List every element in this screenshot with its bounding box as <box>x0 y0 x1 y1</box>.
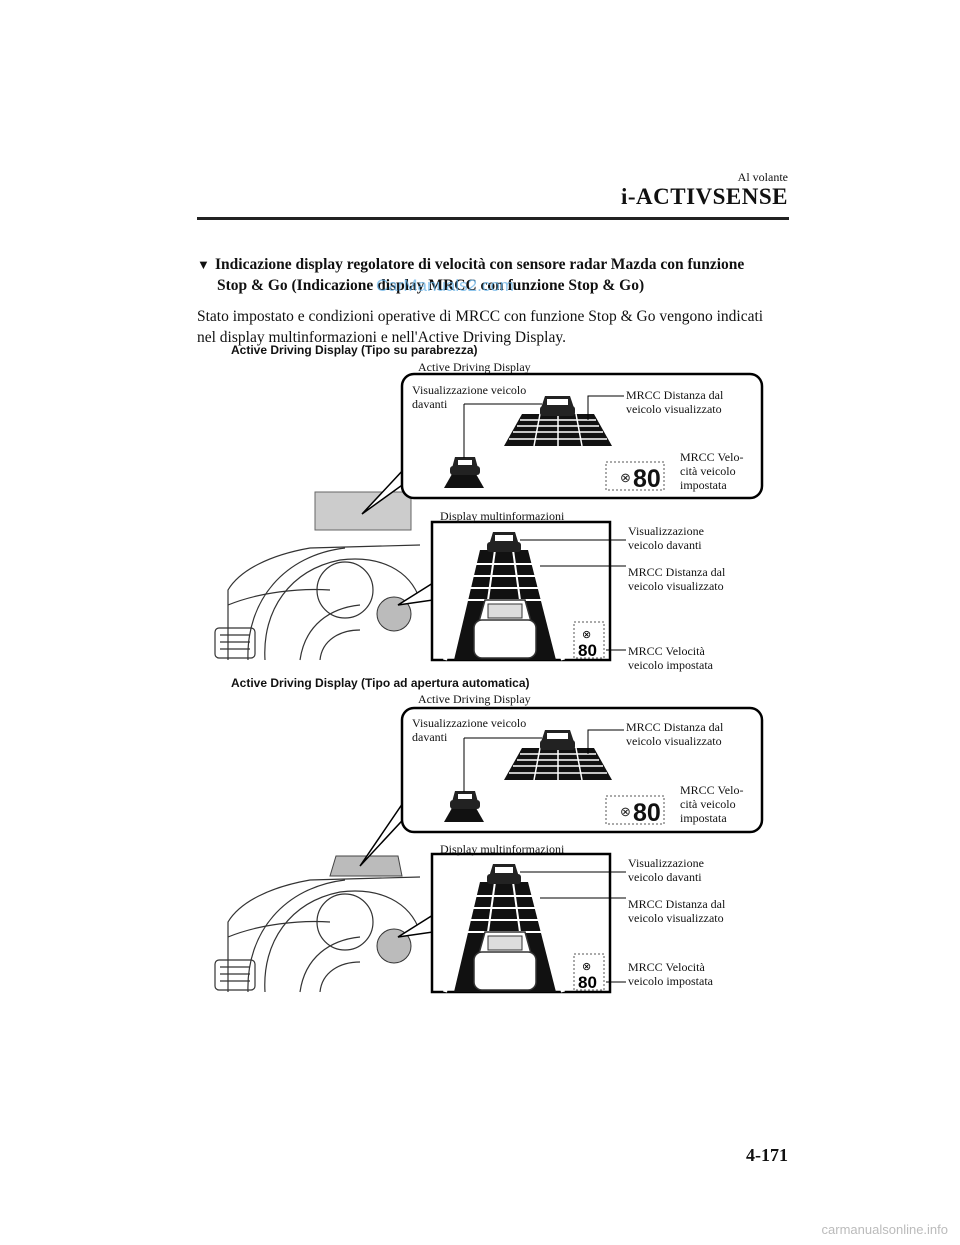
mid-own-vehicle-icon <box>473 931 537 991</box>
speed-value: 80 <box>633 465 661 493</box>
section-heading: ▼ Indicazione display regolatore di veloc… <box>197 254 797 296</box>
mrcc-icon: ⊗ <box>620 804 631 819</box>
svg-text:⊗: ⊗ <box>582 961 591 973</box>
add-title: Active Driving Display <box>418 692 531 706</box>
lead-vehicle-icon <box>540 730 575 750</box>
body-line-1: Stato impostato e condizioni operative d… <box>197 308 764 325</box>
header-rule <box>197 217 789 220</box>
lead-vehicle-icon <box>540 396 575 416</box>
body-paragraph: Stato impostato e condizioni operative d… <box>197 306 797 348</box>
own-vehicle-icon <box>450 457 480 475</box>
mid-speed-value: 80 <box>578 641 597 660</box>
heading-line-1: Indicazione display regolatore di veloci… <box>215 256 745 273</box>
mrcc-icon: ⊗ <box>620 470 631 485</box>
section-label: Al volante <box>737 170 788 184</box>
mid-lead-vehicle-icon <box>487 532 521 552</box>
dashboard-illustration <box>214 544 421 661</box>
own-vehicle-icon <box>450 791 480 809</box>
heading-line-2: Stop & Go (Indicazione display MRCC con … <box>217 277 645 294</box>
chapter-title: i-ACTIVSENSE <box>620 184 788 209</box>
popup-display-area <box>329 855 403 877</box>
body-line-2: nel display multinformazioni e nell'Acti… <box>197 329 566 346</box>
watermark: CarManuals2.com <box>376 276 514 295</box>
mid-lead-vehicle-icon <box>487 864 521 884</box>
triangle-marker-icon: ▼ <box>197 257 210 272</box>
dashboard-illustration <box>214 876 421 993</box>
mid-title: Display multinformazioni <box>440 842 565 856</box>
windshield-display-area <box>314 491 412 531</box>
mid-speed-value: 80 <box>578 973 597 992</box>
mid-own-vehicle-icon <box>473 599 537 659</box>
figure-subtitle: Active Driving Display (Tipo ad apertura… <box>231 676 530 690</box>
page-number: 4-171 <box>746 1145 788 1165</box>
add-title: Active Driving Display <box>418 360 531 374</box>
svg-text:⊗: ⊗ <box>582 629 591 641</box>
figure-subtitle: Active Driving Display (Tipo su parabrez… <box>231 343 478 357</box>
footer-site: carmanualsonline.info <box>821 1222 948 1237</box>
mid-title: Display multinformazioni <box>440 509 565 523</box>
speed-value: 80 <box>633 799 661 827</box>
